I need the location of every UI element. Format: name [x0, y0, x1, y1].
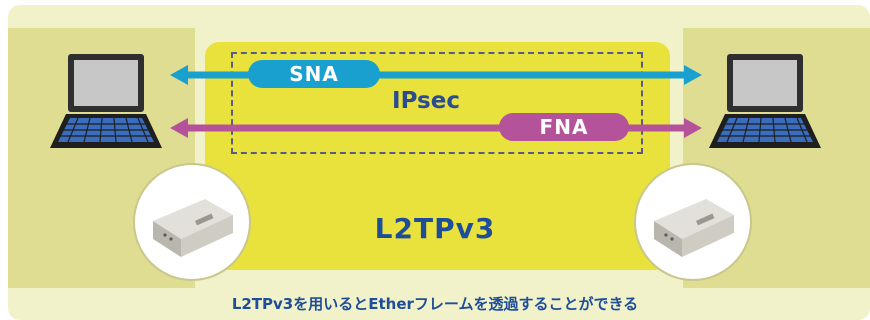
diagram-caption: L2TPv3を用いるとEtherフレームを透過することができる: [231, 295, 639, 313]
sna-label: SNA: [248, 60, 380, 88]
ipsec-boundary: [231, 52, 643, 154]
router-device-icon: [133, 163, 251, 281]
router-device-icon: [634, 163, 752, 281]
laptop-icon: [709, 54, 821, 148]
laptop-icon: [50, 54, 162, 148]
l2tpv3-label: L2TPv3: [374, 212, 496, 245]
ipsec-label: IPsec: [392, 88, 460, 114]
fna-label: FNA: [499, 113, 629, 141]
